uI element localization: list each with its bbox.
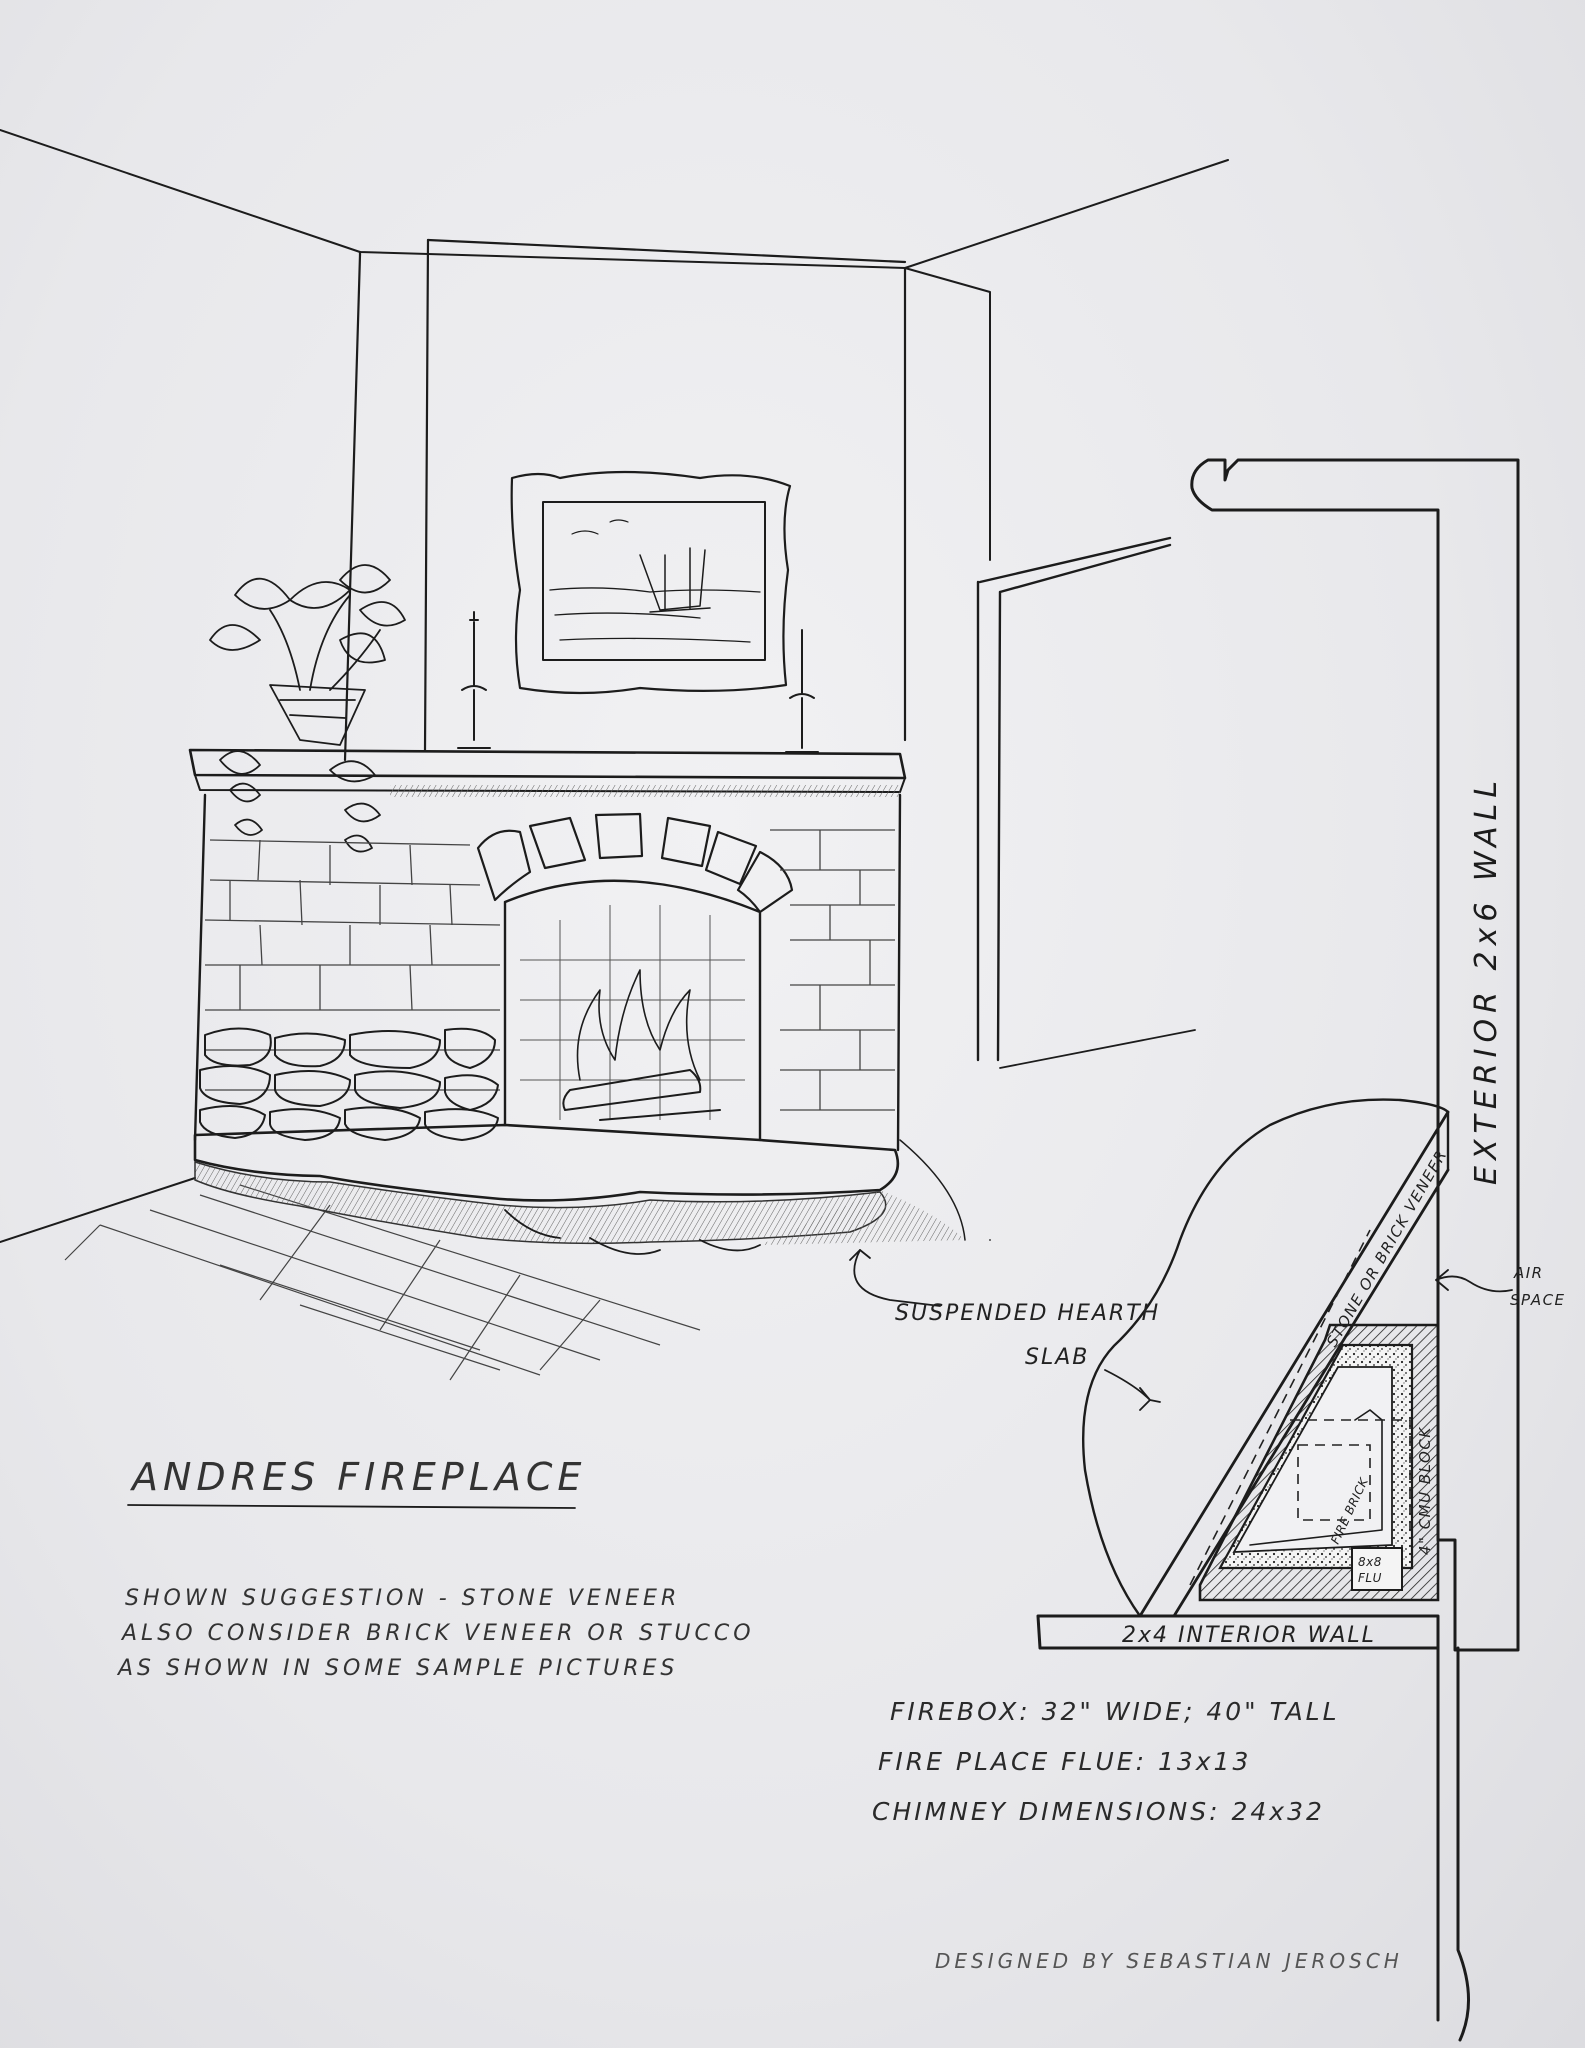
note-line-2: ALSO CONSIDER BRICK VENEER OR STUCCO — [120, 1621, 755, 1646]
stone-surround — [193, 793, 902, 1152]
fireplace-mantel — [188, 748, 907, 797]
candle-right — [785, 629, 819, 753]
flue-label-2: FLU — [1358, 1571, 1382, 1585]
candle-left — [457, 611, 491, 749]
flue-label-1: 8x8 — [1358, 1555, 1382, 1569]
hearth-callout-line-2: SLAB — [1025, 1345, 1089, 1370]
hearth-leader-arrow — [849, 1249, 1161, 1411]
drawing-title: ANDRES FIREPLACE — [129, 1455, 586, 1499]
exterior-wall-label: EXTERIOR 2x6 WALL — [1469, 775, 1504, 1185]
air-space-label-2: SPACE — [1510, 1291, 1566, 1309]
interior-wall-label: 2x4 INTERIOR WALL — [1122, 1623, 1376, 1648]
title-underline — [127, 1504, 576, 1509]
note-line-1: SHOWN SUGGESTION - STONE VENEER — [125, 1586, 680, 1611]
air-space-label-1: AIR — [1513, 1264, 1544, 1282]
designer-signature: DESIGNED BY SEBASTIAN JEROSCH — [935, 1949, 1403, 1973]
floor-plan-detail — [1036, 458, 1520, 2042]
framed-ship-picture — [510, 470, 792, 695]
floor-tiles — [64, 1184, 701, 1381]
suspended-hearth-slab — [193, 1123, 966, 1255]
spec-flue: FIRE PLACE FLUE: 13x13 — [878, 1747, 1251, 1776]
hearth-callout-line-1: SUSPENDED HEARTH — [895, 1301, 1160, 1326]
cmu-block-label: 4" CMU BLOCK — [1416, 1426, 1434, 1555]
room-perspective — [0, 129, 1229, 1243]
spec-chimney: CHIMNEY DIMENSIONS: 24x32 — [872, 1797, 1325, 1826]
spec-firebox: FIREBOX: 32" WIDE; 40" TALL — [890, 1697, 1340, 1726]
potted-plant — [209, 564, 406, 853]
note-line-3: AS SHOWN IN SOME SAMPLE PICTURES — [116, 1656, 678, 1681]
veneer-label: STONE OR BRICK VENEER — [1323, 1146, 1451, 1350]
